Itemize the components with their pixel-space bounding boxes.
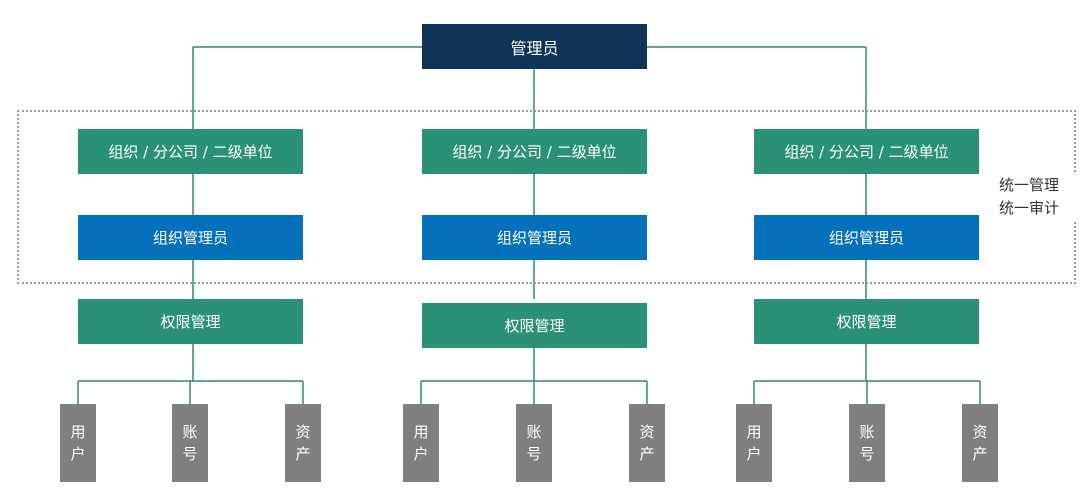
permission-label: 权限管理	[836, 313, 897, 331]
org-admin-label: 组织管理员	[828, 229, 904, 247]
zone-note-line-1: 统一管理	[999, 176, 1060, 194]
leaf-asset-1: 资产	[285, 404, 321, 482]
leaf-user-3: 用户	[736, 404, 772, 482]
leaf-label: 账号	[182, 423, 198, 463]
org-admin-label: 组织管理员	[496, 229, 572, 247]
leaf-label: 用户	[746, 423, 762, 463]
leaf-label: 用户	[70, 423, 86, 463]
org-admin-node-3: 组织管理员	[754, 215, 979, 260]
leaf-label: 资产	[639, 423, 655, 463]
leaf-account-3: 账号	[849, 404, 885, 482]
permission-label: 权限管理	[160, 313, 221, 331]
leaf-asset-2: 资产	[629, 404, 665, 482]
root-admin-node: 管理员	[422, 24, 647, 69]
org-node-3: 组织 / 分公司 / 二级单位	[754, 129, 979, 174]
zone-note-line-2: 统一审计	[999, 199, 1060, 217]
leaf-label: 资产	[295, 423, 311, 463]
leaf-label: 账号	[859, 423, 875, 463]
leaf-user-1: 用户	[60, 404, 96, 482]
org-node-label: 组织 / 分公司 / 二级单位	[784, 143, 949, 161]
org-node-2: 组织 / 分公司 / 二级单位	[422, 129, 647, 174]
org-node-label: 组织 / 分公司 / 二级单位	[452, 143, 617, 161]
org-admin-label: 组织管理员	[152, 229, 228, 247]
permission-node-1: 权限管理	[78, 299, 303, 344]
leaf-account-2: 账号	[516, 404, 552, 482]
org-admin-node-2: 组织管理员	[422, 215, 647, 260]
org-node-1: 组织 / 分公司 / 二级单位	[78, 129, 303, 174]
leaf-user-2: 用户	[403, 404, 439, 482]
leaf-label: 资产	[972, 423, 988, 463]
zone-note: 统一管理 统一审计	[999, 174, 1077, 220]
leaf-account-1: 账号	[172, 404, 208, 482]
leaf-label: 用户	[413, 423, 429, 463]
permission-node-3: 权限管理	[754, 299, 979, 344]
root-admin-label: 管理员	[510, 38, 559, 58]
org-admin-node-1: 组织管理员	[78, 215, 303, 260]
leaf-asset-3: 资产	[962, 404, 998, 482]
leaf-label: 账号	[526, 423, 542, 463]
permission-label: 权限管理	[504, 317, 565, 335]
permission-node-2: 权限管理	[422, 303, 647, 348]
org-node-label: 组织 / 分公司 / 二级单位	[108, 143, 273, 161]
